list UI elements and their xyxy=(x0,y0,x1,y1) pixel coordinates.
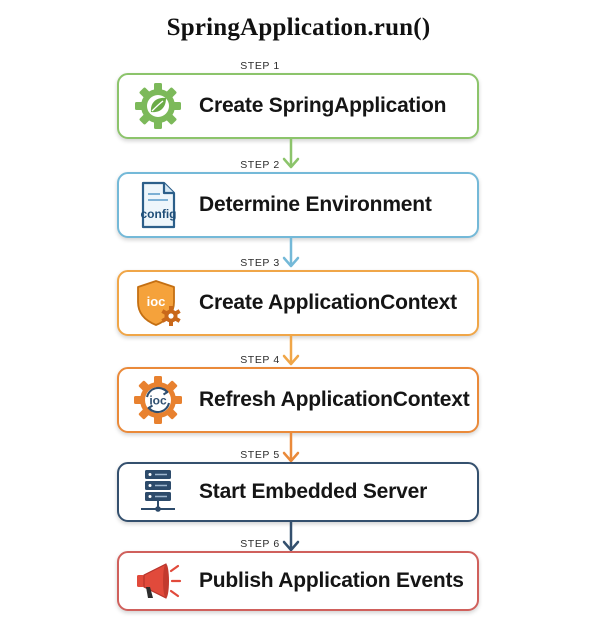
arrow-5-to-6 xyxy=(281,522,301,554)
step-text-5: Start Embedded Server xyxy=(199,480,428,503)
step-text-1: Create SpringApplication xyxy=(199,94,447,117)
step-card-2: config Determine Environment xyxy=(117,172,479,238)
step-label-1: STEP 1 xyxy=(240,60,280,72)
step-label-6: STEP 6 xyxy=(240,538,280,550)
step-label-5: STEP 5 xyxy=(240,449,280,461)
ioc-icon-text-1: ioc xyxy=(147,294,166,309)
step-card-3: ioc Create ApplicationContext xyxy=(117,270,479,336)
step-card-4: ioc Refresh ApplicationContext xyxy=(117,367,479,433)
arrow-3-to-4 xyxy=(281,336,301,368)
step-text-3: Create ApplicationContext xyxy=(199,291,457,314)
diagram-title: SpringApplication.run() xyxy=(166,14,431,41)
arrow-1-to-2 xyxy=(281,139,301,171)
ioc-icon-text-2: ioc xyxy=(149,394,167,408)
arrow-4-to-5 xyxy=(281,433,301,465)
step-text-6: Publish Application Events xyxy=(199,569,464,592)
config-icon-text: config xyxy=(141,207,177,221)
step-label-2: STEP 2 xyxy=(240,159,280,171)
arrow-2-to-3 xyxy=(281,238,301,270)
step-label-3: STEP 3 xyxy=(240,257,280,269)
step-text-4: Refresh ApplicationContext xyxy=(199,388,470,411)
ioc-refresh-gear-icon: ioc xyxy=(133,375,183,425)
config-file-icon: config xyxy=(133,180,183,230)
ioc-shield-icon: ioc xyxy=(133,278,183,328)
spring-gear-icon xyxy=(133,81,183,131)
step-card-1: Create SpringApplication xyxy=(117,73,479,139)
step-label-4: STEP 4 xyxy=(240,354,280,366)
step-card-6: Publish Application Events xyxy=(117,551,479,611)
step-card-5: Start Embedded Server xyxy=(117,462,479,522)
server-icon xyxy=(133,467,183,517)
megaphone-icon xyxy=(133,556,183,606)
step-text-2: Determine Environment xyxy=(199,193,432,216)
